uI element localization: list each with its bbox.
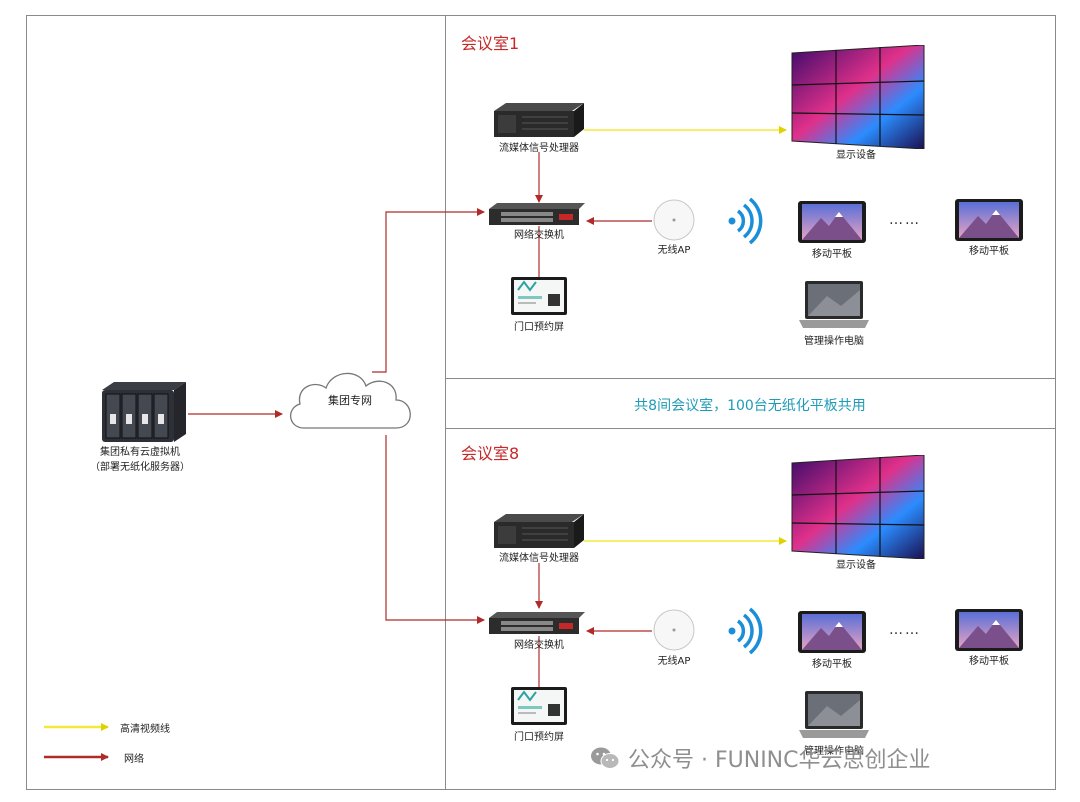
- room-1-switch-label: 网络交换机: [514, 230, 564, 241]
- watermark: 公众号 · FUNINC华云思创企业: [590, 742, 931, 774]
- room-1-ap-icon: [652, 198, 696, 246]
- server-icon: [94, 382, 190, 446]
- room-8-display-wall-icon: [790, 454, 926, 563]
- room-8-tablet-a-icon: [797, 610, 867, 658]
- room-8-tablet-a-label: 移动平板: [812, 659, 852, 670]
- room-8-laptop-label: 管理操作电脑: [804, 746, 864, 757]
- room-1-ap-label: 无线AP: [657, 245, 691, 256]
- room-8-processor-label: 流媒体信号处理器: [499, 553, 579, 564]
- room-1-display-label: 显示设备: [836, 150, 876, 161]
- room-8-wifi-icon: [726, 607, 766, 659]
- room-8-laptop-icon: [797, 690, 871, 744]
- room-1-ellipsis: ……: [889, 212, 921, 228]
- room-8-ap-icon: [652, 608, 696, 656]
- room-1-tablet-b-icon: [954, 198, 1024, 246]
- room-8-ellipsis: ……: [889, 622, 921, 638]
- room-1-title: 会议室1: [461, 34, 520, 53]
- outer-frame: [26, 15, 1056, 790]
- cloud-label: 集团专网: [328, 394, 372, 407]
- room-1-display-wall-icon: [790, 44, 926, 153]
- room-1-wifi-icon: [726, 197, 766, 249]
- room-8-display-label: 显示设备: [836, 560, 876, 571]
- room-8-tablet-b-label: 移动平板: [969, 656, 1009, 667]
- net-cloud-switch1: [372, 208, 485, 373]
- server-label: 集团私有云虚拟机: [100, 447, 180, 458]
- room-8-door-screen-label: 门口预约屏: [514, 732, 564, 743]
- room-8-switch-label: 网络交换机: [514, 640, 564, 651]
- room-8-door-screen-icon: [510, 686, 568, 730]
- room-8-ap-label: 无线AP: [657, 656, 691, 667]
- room-column-divider: [445, 15, 446, 790]
- legend-video-label: 高清视频线: [120, 724, 170, 735]
- room-8-switch-icon: [487, 612, 587, 640]
- wechat-icon: [591, 747, 620, 769]
- room-1-door-screen-icon: [510, 276, 568, 320]
- room-1-processor-label: 流媒体信号处理器: [499, 143, 579, 154]
- watermark-text: 公众号 · FUNINC华云思创企业: [628, 748, 931, 773]
- cloud-icon: [282, 360, 422, 444]
- room-8-processor-icon: [492, 514, 586, 554]
- room-1-tablet-b-label: 移动平板: [969, 246, 1009, 257]
- room-1-tablet-a-icon: [797, 200, 867, 248]
- room-1-processor-icon: [492, 103, 586, 143]
- room-8-tablet-b-icon: [954, 608, 1024, 656]
- summary-text: 共8间会议室，100台无纸化平板共用: [634, 398, 866, 414]
- room-8-title: 会议室8: [461, 444, 520, 463]
- room-1-laptop-icon: [797, 280, 871, 334]
- room-1-switch-icon: [487, 203, 587, 231]
- legend-network-label: 网络: [124, 754, 144, 765]
- net-cloud-switch8: [385, 435, 485, 624]
- summary-band-bottom: [445, 428, 1056, 429]
- room-1-tablet-a-label: 移动平板: [812, 249, 852, 260]
- server-sublabel: （部署无纸化服务器）: [90, 462, 190, 473]
- room-1-door-screen-label: 门口预约屏: [514, 322, 564, 333]
- room-1-laptop-label: 管理操作电脑: [804, 336, 864, 347]
- summary-band-top: [445, 378, 1056, 379]
